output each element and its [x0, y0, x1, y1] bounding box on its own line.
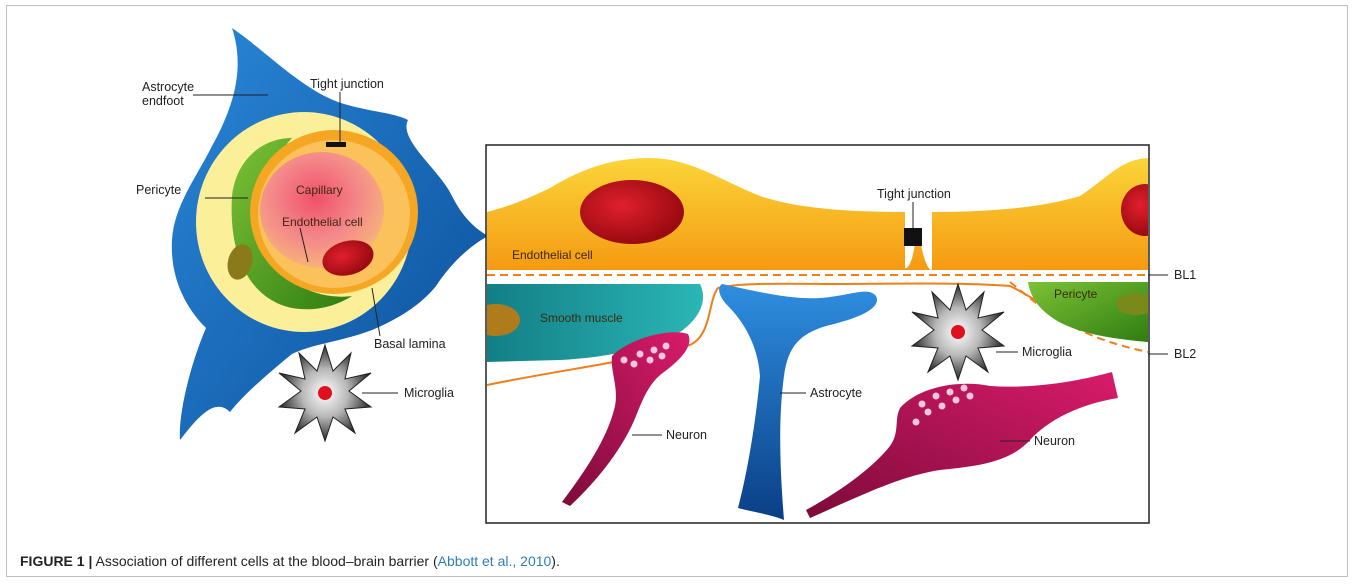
label-right-neuron-right: Neuron	[1034, 434, 1075, 448]
label-right-endothelial-cell: Endothelial cell	[512, 248, 593, 262]
label-astrocyte-endfoot-1: Astrocyte	[142, 80, 194, 94]
label-right-neuron-left: Neuron	[666, 428, 707, 442]
label-left-tight-junction: Tight junction	[310, 77, 384, 91]
label-left-pericyte: Pericyte	[136, 183, 181, 197]
caption-citation-link[interactable]: Abbott et al., 2010	[438, 553, 552, 569]
caption-text: Association of different cells at the bl…	[92, 553, 437, 569]
left-microglia	[279, 345, 371, 441]
label-smooth-muscle: Smooth muscle	[540, 311, 623, 325]
label-bl2: BL2	[1174, 347, 1196, 361]
label-basal-lamina: Basal lamina	[374, 337, 446, 351]
right-tight-junction-marker	[904, 228, 922, 246]
bbb-diagram: Astrocyte endfoot Tight junction Pericyt…	[0, 0, 1355, 545]
smooth-muscle-nucleus	[472, 304, 520, 336]
right-pericyte-nucleus	[1116, 293, 1156, 315]
label-bl1: BL1	[1174, 268, 1196, 282]
caption-end: ).	[551, 553, 560, 569]
label-right-microglia: Microglia	[1022, 345, 1072, 359]
label-left-microglia: Microglia	[404, 386, 454, 400]
label-right-tight-junction: Tight junction	[877, 187, 951, 201]
label-left-endothelial-cell: Endothelial cell	[282, 215, 363, 229]
label-capillary: Capillary	[296, 183, 343, 197]
right-endothelial-nucleus-2	[1121, 184, 1169, 236]
label-right-astrocyte: Astrocyte	[810, 386, 862, 400]
caption-label: FIGURE 1 |	[20, 553, 92, 569]
right-endothelial-nucleus-1	[580, 180, 684, 244]
label-astrocyte-endfoot-2: endfoot	[142, 94, 184, 108]
label-right-pericyte: Pericyte	[1054, 287, 1098, 301]
figure-caption: FIGURE 1 | Association of different cell…	[20, 553, 560, 569]
left-tight-junction-marker	[326, 142, 346, 147]
